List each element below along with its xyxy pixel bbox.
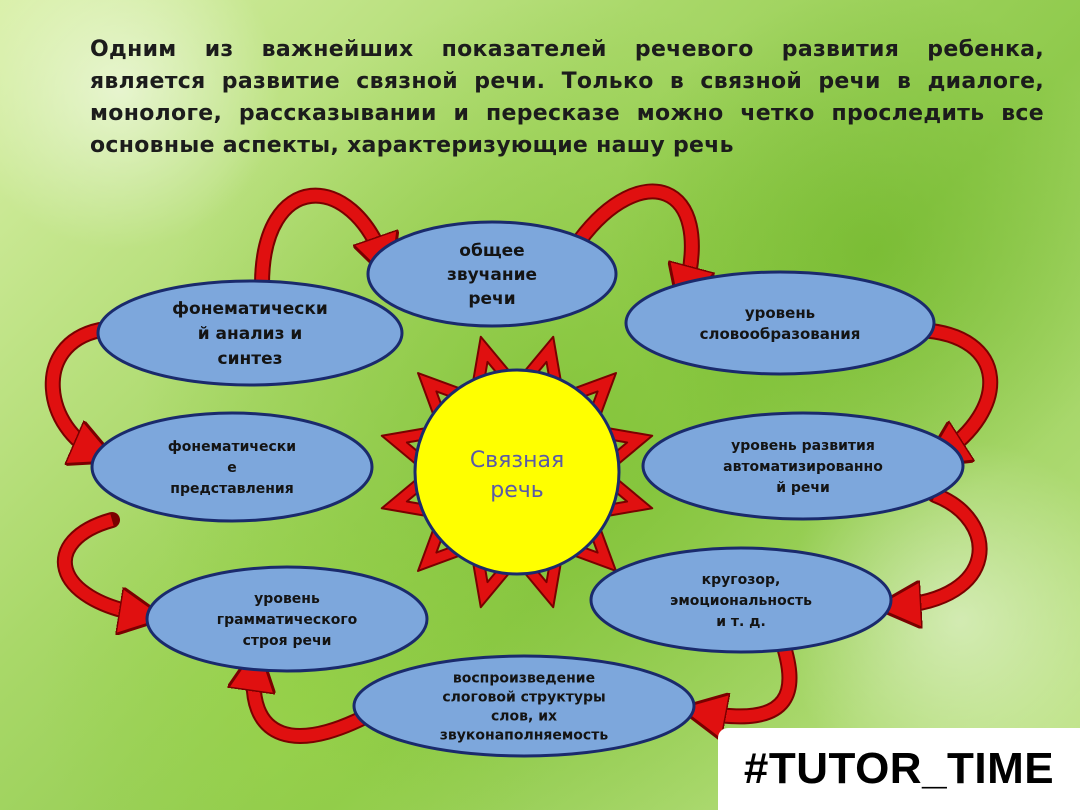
node-slogovaya-struktura: воспроизведение слоговой структуры слов, и… — [352, 654, 696, 758]
hashtag-badge: #TUTOR_TIME — [718, 728, 1080, 810]
node-label-line: й анализ и — [198, 324, 303, 344]
node-ellipse — [589, 546, 893, 654]
node-label-line: строя речи — [243, 633, 332, 649]
node-label-line: й речи — [776, 480, 830, 496]
cycle-arrow — [254, 665, 399, 742]
node-slovoobrazovanie: уровень словообразования — [624, 270, 936, 376]
node-label-line: звуконаполняемость — [440, 727, 609, 743]
hashtag-label: #TUTOR_TIME — [743, 744, 1055, 793]
node-fonematicheskiy-analiz: фонематически й анализ и синтез — [96, 279, 404, 387]
center-label-line: Связная — [470, 448, 564, 473]
node-krugozor: кругозор, эмоциональность и т. д. — [589, 546, 893, 654]
node-label-line: эмоциональность — [670, 593, 812, 609]
node-label-line: слоговой структуры — [442, 689, 605, 705]
node-ellipse — [366, 220, 618, 328]
cycle-arrows — [44, 183, 999, 744]
node-label-line: воспроизведение — [453, 670, 595, 686]
node-ellipse — [145, 565, 429, 673]
node-label-line: представления — [170, 481, 293, 497]
node-label-line: и т. д. — [716, 614, 766, 630]
node-label-line: е — [227, 460, 237, 476]
node-obshchee-zvuchanie: общее звучание речи — [366, 220, 618, 328]
aspect-nodes: общее звучание речи уровень словообразования… — [90, 220, 965, 758]
cycle-arrow — [46, 324, 100, 453]
cycle-arrow — [920, 324, 997, 455]
node-avtomatizirovannaya-rech: уровень развития автоматизированно й речи — [641, 411, 965, 521]
node-label-line: грамматического — [217, 612, 358, 628]
node-label-line: звучание — [447, 265, 537, 285]
node-label-line: речи — [468, 289, 515, 309]
center-node: Связная речь — [413, 368, 621, 576]
node-ellipse — [90, 411, 374, 523]
node-fonematicheskie-predstavleniya: фонематически е представления — [90, 411, 374, 523]
cycle-arrow — [895, 489, 986, 606]
node-label-line: слов, их — [491, 708, 557, 724]
node-grammaticheskiy-stroy: уровень грамматического строя речи — [145, 565, 429, 673]
cycle-arrow — [256, 189, 384, 285]
node-label-line: уровень — [254, 591, 320, 607]
center-label-line: речь — [490, 478, 543, 503]
node-label-line: уровень — [745, 304, 815, 322]
node-label-line: синтез — [218, 349, 283, 369]
node-label-line: фонематически — [168, 439, 296, 455]
node-ellipse — [352, 654, 696, 758]
intro-text: Одним из важнейших показателей речевого … — [90, 37, 1044, 158]
cycle-arrow — [58, 514, 145, 615]
node-ellipse — [624, 270, 936, 376]
node-label-line: словообразования — [700, 325, 861, 343]
cycle-arrow — [575, 185, 692, 292]
node-label-line: уровень развития — [731, 438, 875, 454]
node-ellipse — [641, 411, 965, 521]
cycle-arrow — [700, 632, 796, 716]
node-label-line: кругозор, — [702, 572, 781, 588]
node-label-line: фонематически — [172, 299, 328, 319]
node-label-line: автоматизированно — [723, 459, 883, 475]
node-label-line: общее — [459, 241, 524, 261]
center-circle — [413, 368, 621, 576]
node-ellipse — [96, 279, 404, 387]
